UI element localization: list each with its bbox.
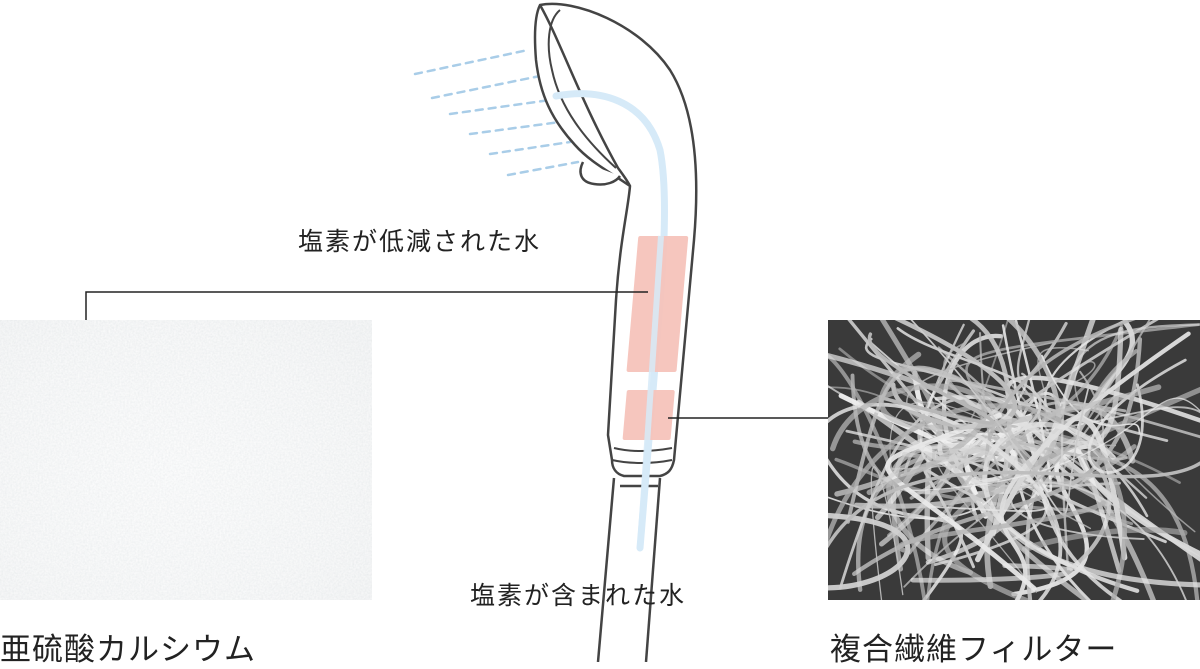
composite-fiber-image bbox=[828, 320, 1200, 600]
composite-fiber-filter-label: 複合繊維フィルター bbox=[830, 632, 1118, 668]
calcium-sulfite-image bbox=[0, 320, 372, 600]
water-spray bbox=[413, 48, 580, 177]
calcium-sulfite-label: 亜硫酸カルシウム bbox=[0, 632, 256, 668]
hose bbox=[596, 477, 662, 662]
treated-water-label: 塩素が低減された水 bbox=[298, 227, 542, 256]
source-water-label: 塩素が含まれた水 bbox=[470, 581, 687, 610]
connector-lines bbox=[85, 291, 828, 419]
